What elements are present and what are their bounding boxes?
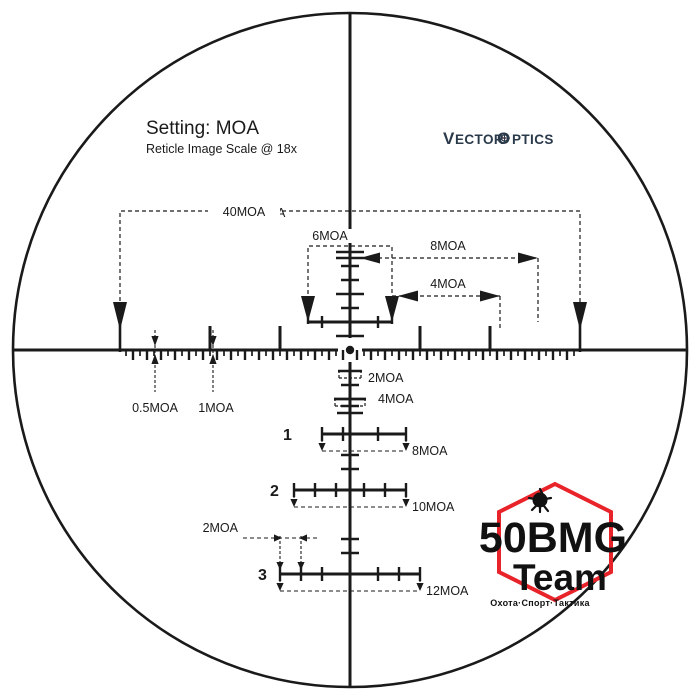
row3-tick-dimension: 2MOA (203, 521, 318, 574)
vector-optics-logo: V ECTOR O PTICS (443, 129, 554, 148)
dimension-onemoa-label: 1MOA (198, 401, 234, 415)
dimension-4moa-upper: 4MOA (392, 276, 501, 330)
logo-title: 50BMG (479, 514, 627, 562)
row1-arrow-left (318, 443, 326, 451)
holdover-row-2: 2 10MOA (270, 483, 455, 514)
brand-ector: ECTOR (455, 132, 504, 147)
scale-note: Reticle Image Scale @ 18x (146, 142, 298, 156)
row1-span-label: 8MOA (412, 444, 448, 458)
row3-tick-arrow-left (299, 534, 307, 542)
holdover-row-3: 3 12MOA (258, 567, 469, 598)
dimension-6moa: 6MOA (301, 229, 399, 324)
brand-v: V (443, 129, 455, 148)
row2-number: 2 (270, 483, 279, 500)
dimension-6moa-label: 6MOA (312, 229, 348, 243)
arrow-8moa-left (360, 252, 380, 264)
stadia-4moa-label: 4MOA (378, 392, 414, 406)
logo-hexagon (497, 481, 613, 603)
row1-arrow-right (402, 443, 410, 451)
lower-vertical-stadia (334, 369, 366, 555)
row3-tick-label: 2MOA (203, 521, 239, 535)
holdover-row-1: 1 8MOA (283, 427, 448, 458)
center-aiming-dot (345, 345, 355, 355)
logo-tagline: Охота·Спорт·Тактика (490, 598, 590, 608)
row2-span-label: 10MOA (412, 500, 455, 514)
row3-number: 3 (258, 567, 267, 584)
arrow-4moa-right (480, 290, 500, 302)
setting-label: Setting: MOA (146, 118, 259, 139)
dimension-halfmoa-label: 0.5MOA (132, 401, 179, 415)
row3-arrow-left (276, 583, 284, 591)
row3-arrow-right (416, 583, 424, 591)
upper-windage-bar (308, 316, 392, 328)
stadia-2moa-label: 2MOA (368, 371, 404, 385)
arrow-onemoa-up (209, 354, 217, 364)
arrow-onemoa-down (209, 336, 217, 346)
dimension-40moa-label-text: 40MOA (223, 205, 266, 219)
row2-arrow-right (402, 499, 410, 507)
bullet-hole-icon (527, 487, 553, 514)
dimension-40moa: 40MOA 40MOA (113, 205, 587, 352)
row2-arrow-left (290, 499, 298, 507)
dimension-one-moa: 1MOA (198, 330, 234, 415)
row3-tick-arrow-down-right (297, 562, 305, 570)
dimension-8moa-label: 8MOA (430, 239, 466, 253)
dimension-half-moa: 0.5MOA (132, 330, 179, 415)
horizontal-ticks-left (125, 326, 345, 360)
scope-circle (11, 11, 689, 689)
arrow-8moa-right (518, 252, 538, 264)
row3-tick-arrow-right (274, 534, 282, 542)
arrow-4moa-left (398, 290, 418, 302)
logo-subtitle: Team (513, 557, 607, 598)
dimension-8moa-upper: 8MOA (336, 238, 539, 322)
horizontal-ticks-right (355, 326, 575, 360)
crosshair-dot-icon (499, 132, 510, 144)
dimension-4moa-label: 4MOA (430, 277, 466, 291)
brand-ptics: PTICS (512, 132, 554, 147)
arrow-halfmoa-up (151, 354, 159, 364)
fiftybmg-team-logo: 50BMG Team Охота·Спорт·Тактика (479, 481, 627, 608)
row1-number: 1 (283, 427, 292, 444)
horizontal-tick-scale (125, 326, 575, 360)
stadia-2moa-dimension: 2MOA (338, 371, 404, 385)
stadia-4moa-dimension: 4MOA (334, 392, 414, 407)
row3-tick-arrow-down-left (276, 562, 284, 570)
arrow-halfmoa-down (151, 336, 159, 346)
row3-span-label: 12MOA (426, 584, 469, 598)
